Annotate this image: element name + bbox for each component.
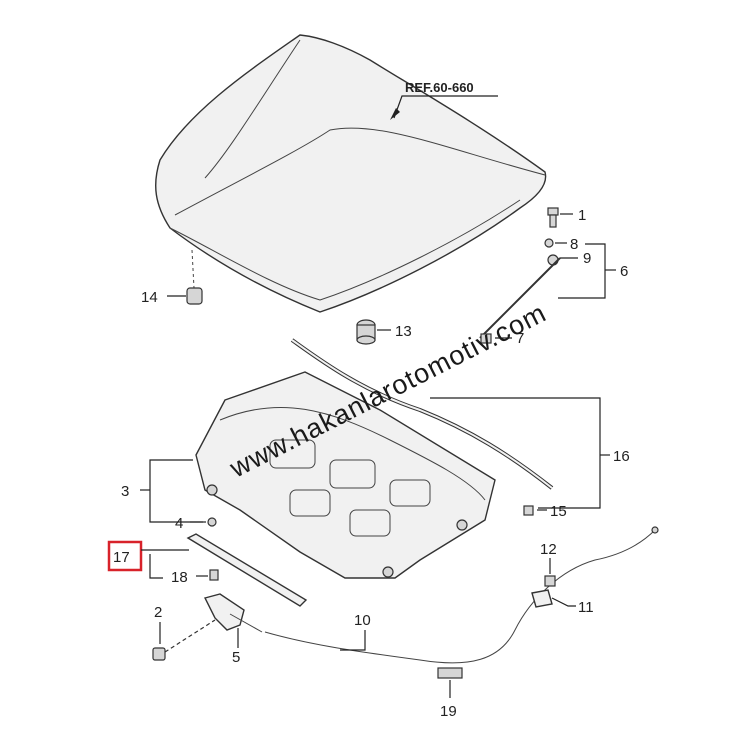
callout-17-highlight (107, 540, 143, 572)
part-14-hood-bumper[interactable] (186, 249, 203, 305)
callout-18[interactable]: 18 (171, 569, 188, 586)
hood-support-rod[interactable] (479, 257, 561, 339)
reference-label: REF.60-660 (405, 80, 474, 95)
leader-10 (340, 630, 366, 651)
callout-2[interactable]: 2 (154, 604, 162, 621)
part-8-clip[interactable] (544, 238, 554, 248)
part-13-bumper[interactable] (356, 319, 376, 345)
part-15-clip[interactable] (523, 505, 534, 516)
leader-3-bracket (149, 459, 203, 523)
callout-10[interactable]: 10 (354, 612, 371, 629)
part-18-bolt[interactable] (209, 569, 219, 581)
hood-insulator-pad[interactable] (195, 371, 496, 579)
callout-15[interactable]: 15 (550, 503, 567, 520)
leader-17-bracket (149, 554, 163, 579)
leader-11 (551, 597, 576, 607)
leader-6-bracket (558, 243, 606, 299)
callout-1[interactable]: 1 (578, 207, 586, 224)
hood-latch-brace[interactable] (186, 533, 308, 607)
callout-6[interactable]: 6 (620, 263, 628, 280)
callout-12[interactable]: 12 (540, 541, 557, 558)
callout-19[interactable]: 19 (440, 703, 457, 720)
callout-9[interactable]: 9 (583, 250, 591, 267)
callout-4[interactable]: 4 (175, 515, 183, 532)
reference-arrowhead (390, 108, 400, 120)
callout-11[interactable]: 11 (578, 599, 594, 616)
hood-panel[interactable] (155, 34, 547, 313)
callout-7[interactable]: 7 (516, 330, 524, 347)
callout-5[interactable]: 5 (232, 649, 240, 666)
callout-16[interactable]: 16 (613, 448, 630, 465)
part-4-clip[interactable] (207, 517, 217, 527)
part-7-rod-clip[interactable] (480, 333, 492, 344)
callout-8[interactable]: 8 (570, 236, 578, 253)
callout-14[interactable]: 14 (141, 289, 158, 306)
callout-17[interactable]: 17 (113, 549, 130, 566)
part-5-hood-latch[interactable] (203, 593, 263, 633)
part-19-cable-clip[interactable] (437, 667, 463, 679)
hood-weatherstrip[interactable] (290, 338, 554, 490)
part-11-release-handle[interactable] (531, 589, 553, 608)
part-9-grommet[interactable] (547, 254, 559, 266)
part-2-latch-bolt[interactable] (152, 619, 216, 661)
callout-13[interactable]: 13 (395, 323, 412, 340)
callout-3[interactable]: 3 (121, 483, 129, 500)
leader-16-bracket (430, 397, 601, 509)
part-12-cable-clip[interactable] (544, 575, 556, 587)
part-1-bolt[interactable] (547, 207, 559, 228)
